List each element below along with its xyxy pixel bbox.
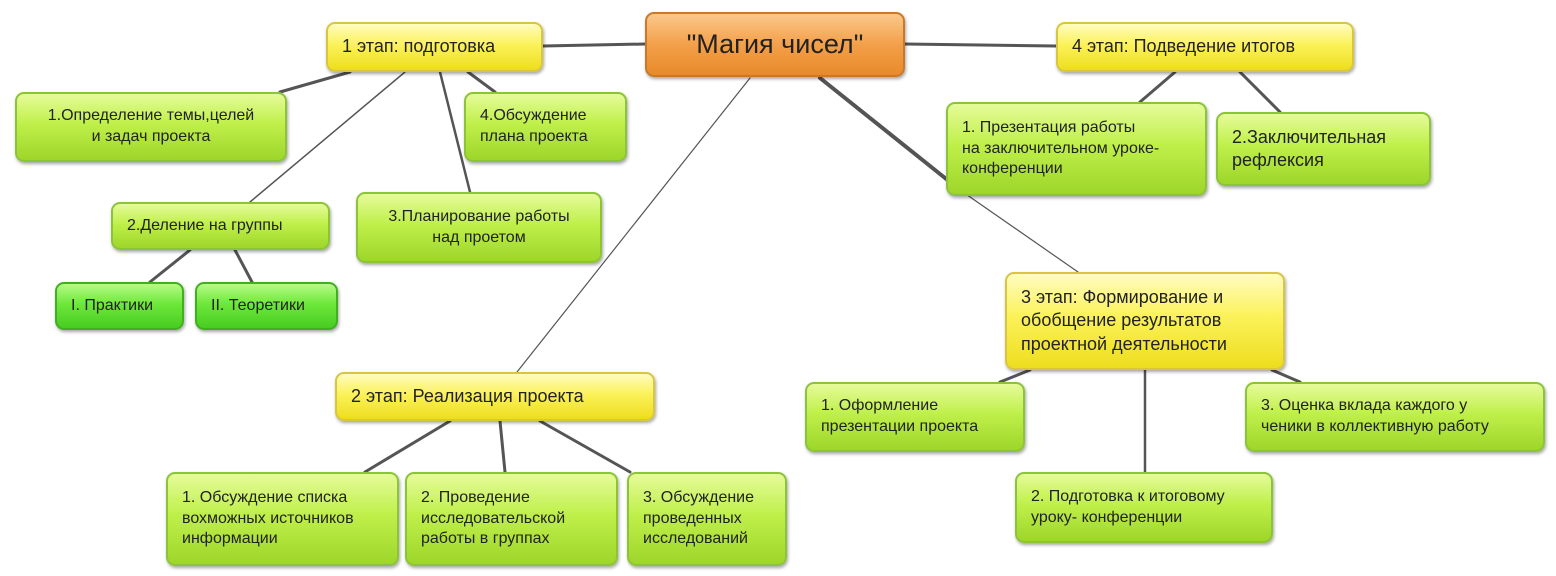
stage2-item-2[interactable]: 2. Проведение исследовательской работы в… (405, 472, 618, 566)
stage4-node[interactable]: 4 этап: Подведение итогов (1056, 22, 1354, 72)
stage2-item-3[interactable]: 3. Обсуждение проведенных исследований (627, 472, 787, 566)
stage2-node[interactable]: 2 этап: Реализация проекта (335, 372, 655, 421)
stage3-item-1[interactable]: 1. Оформление презентации проекта (805, 382, 1025, 452)
group-practice[interactable]: I. Практики (55, 282, 184, 330)
stage1-item-1[interactable]: 1.Определение темы,целей и задач проекта (15, 92, 287, 162)
stage4-item-1[interactable]: 1. Презентация работы на заключительном … (946, 102, 1207, 196)
stage2-item-1[interactable]: 1. Обсуждение списка вохможных источнико… (166, 472, 399, 566)
group-theory[interactable]: II. Теоретики (195, 282, 338, 330)
stage1-item-3[interactable]: 3.Планирование работы над проетом (356, 192, 602, 263)
stage4-item-2[interactable]: 2.Заключительная рефлексия (1216, 112, 1431, 186)
stage1-item-4[interactable]: 4.Обсуждение плана проекта (464, 92, 627, 162)
stage1-item-2[interactable]: 2.Деление на группы (111, 202, 330, 250)
stage1-node[interactable]: 1 этап: подготовка (326, 22, 543, 72)
root-node[interactable]: "Магия чисел" (645, 12, 905, 77)
stage3-item-2[interactable]: 2. Подготовка к итоговому уроку- конфере… (1015, 472, 1273, 543)
stage3-node[interactable]: 3 этап: Формирование и обобщение результ… (1005, 272, 1285, 370)
stage3-item-3[interactable]: 3. Оценка вклада каждого у ченики в колл… (1245, 382, 1545, 452)
